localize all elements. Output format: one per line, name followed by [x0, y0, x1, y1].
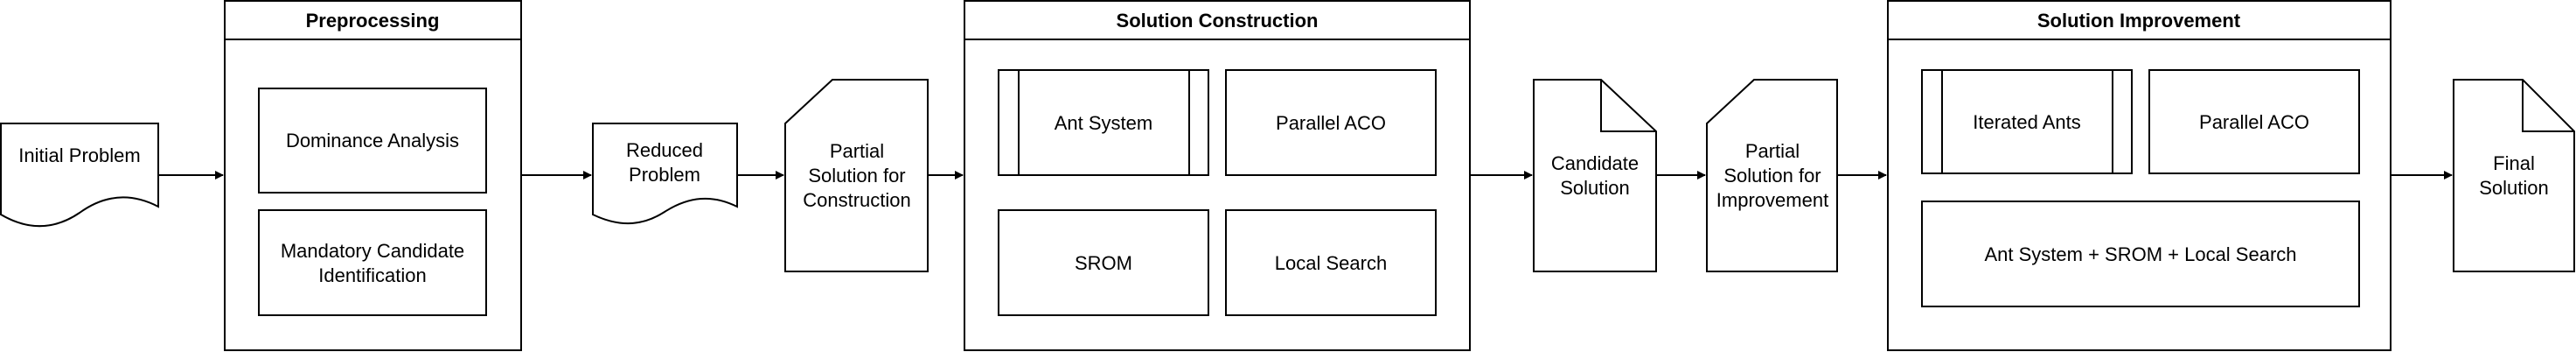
ant-system-box: Ant System	[998, 69, 1209, 176]
srom-box: SROM	[998, 209, 1209, 316]
parallel-aco-construction-label: Parallel ACO	[1276, 112, 1386, 134]
parallel-aco-improvement-label: Parallel ACO	[2199, 111, 2309, 133]
initial-problem-label: Initial Problem	[18, 144, 140, 166]
solution-construction-title: Solution Construction	[1117, 10, 1319, 32]
preprocessing-title: Preprocessing	[306, 10, 440, 32]
initial-problem-node: Initial Problem	[0, 123, 159, 228]
dominance-analysis-box: Dominance Analysis	[258, 88, 487, 194]
preprocessing-stage: Preprocessing Dominance Analysis Mandato…	[224, 0, 522, 351]
iterated-ants-label: Iterated Ants	[1973, 111, 2081, 133]
srom-label: SROM	[1075, 252, 1132, 274]
solution-improvement-title: Solution Improvement	[2037, 10, 2241, 32]
combined-algorithm-label: Ant System + SROM + Local Search	[1984, 243, 2296, 265]
local-search-label: Local Search	[1275, 252, 1387, 274]
solution-improvement-stage: Solution Improvement Iterated Ants Paral…	[1887, 0, 2392, 351]
iterated-ants-box: Iterated Ants	[1921, 69, 2133, 174]
parallel-aco-improvement-box: Parallel ACO	[2148, 69, 2360, 174]
solution-construction-stage: Solution Construction Ant System Paralle…	[964, 0, 1471, 351]
local-search-box: Local Search	[1225, 209, 1437, 316]
ant-system-label: Ant System	[1055, 112, 1152, 134]
dominance-analysis-label: Dominance Analysis	[286, 130, 459, 151]
combined-algorithm-box: Ant System + SROM + Local Search	[1921, 201, 2360, 307]
parallel-aco-construction-box: Parallel ACO	[1225, 69, 1437, 176]
